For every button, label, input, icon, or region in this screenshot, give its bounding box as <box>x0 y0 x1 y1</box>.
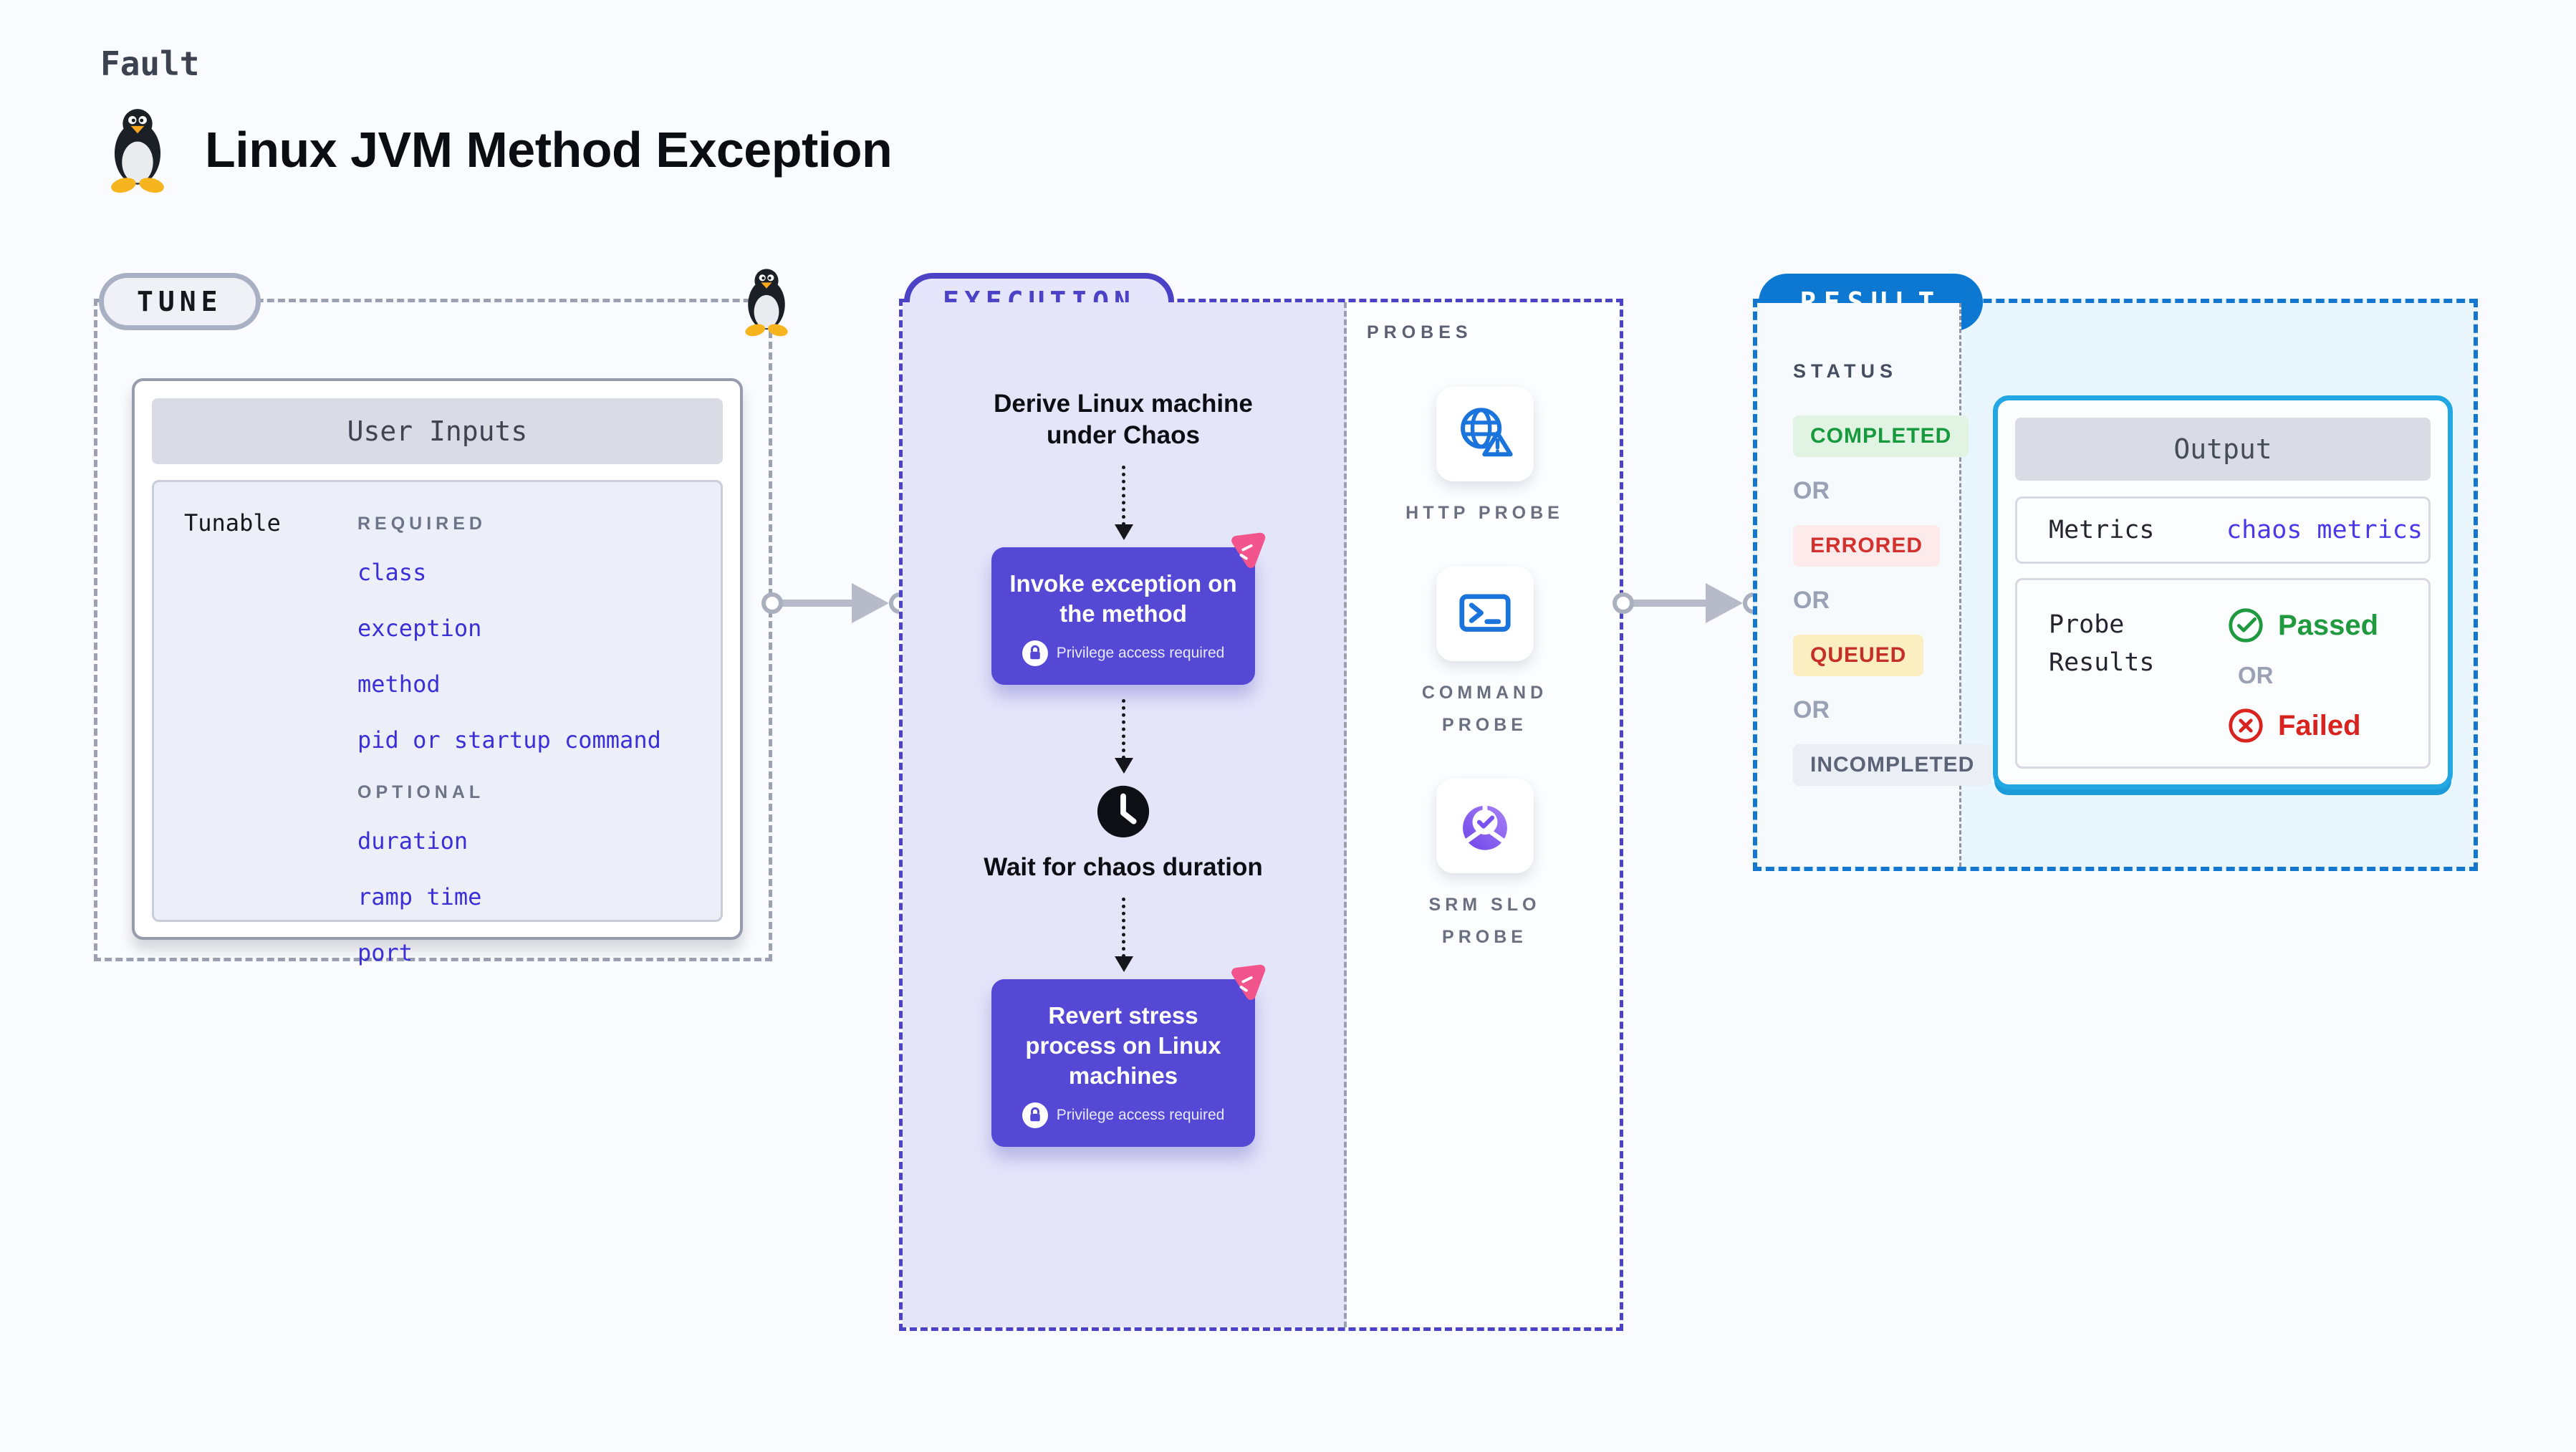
probe-results-label: Probe Results <box>2049 610 2155 677</box>
passed-label: Passed <box>2278 609 2379 641</box>
probe-http[interactable]: HTTP PROBE <box>1395 387 1575 529</box>
param-exception[interactable]: exception <box>357 615 482 642</box>
lock-icon <box>1022 1102 1048 1129</box>
param-port[interactable]: port <box>357 939 413 966</box>
step-invoke-exception-node: Invoke exception on the method Privilege… <box>991 547 1255 685</box>
metrics-label: Metrics <box>2049 516 2155 544</box>
probes-label: PROBES <box>1367 322 1473 342</box>
probe-command-label: COMMAND PROBE <box>1421 683 1548 735</box>
status-column: STATUS COMPLETED OR ERRORED OR QUEUED OR… <box>1757 303 1992 867</box>
check-circle-icon <box>2226 606 2265 645</box>
probe-srm-slo[interactable]: SRM SLO PROBE <box>1395 779 1575 953</box>
clock-icon <box>1095 784 1151 843</box>
param-duration[interactable]: duration <box>357 827 468 855</box>
probes-to-result-connector <box>1613 582 1764 625</box>
privilege-note-row: Privilege access required <box>1006 1102 1241 1129</box>
or-separator: OR <box>2238 662 2274 688</box>
param-pid-or-startup-command[interactable]: pid or startup command <box>357 726 661 754</box>
step-wait-duration: Wait for chaos duration <box>984 852 1263 881</box>
chaos-icon <box>1223 958 1272 1007</box>
chaos-icon <box>1223 526 1272 574</box>
page-title-row: Linux JVM Method Exception <box>100 106 893 193</box>
step-invoke-exception-label: Invoke exception on the method <box>1009 569 1237 627</box>
probe-srm-slo-label: SRM SLO PROBE <box>1428 895 1541 947</box>
param-ramp-time[interactable]: ramp time <box>357 883 482 910</box>
connector-line <box>773 600 862 607</box>
probe-command[interactable]: COMMAND PROBE <box>1395 567 1575 741</box>
connector-arrowhead <box>1706 583 1743 623</box>
param-class[interactable]: class <box>357 559 427 586</box>
probe-result-failed: Failed <box>2226 706 2378 745</box>
metrics-row: Metrics chaos metrics <box>2015 496 2431 564</box>
step-derive-machine: Derive Linux machine under Chaos <box>994 390 1253 449</box>
param-method[interactable]: method <box>357 670 441 698</box>
tunable-label: Tunable <box>184 509 281 537</box>
or-separator: OR <box>1793 477 1830 504</box>
status-label: STATUS <box>1793 360 1898 382</box>
required-label: REQUIRED <box>357 514 486 534</box>
execution-flow: Derive Linux machine under Chaos Invoke … <box>903 302 1347 1327</box>
privilege-note-row: Privilege access required <box>1006 640 1241 666</box>
status-errored: ERRORED <box>1793 525 1941 567</box>
probe-results-row: Probe Results Passed OR Failed <box>2015 578 2431 769</box>
status-queued: QUEUED <box>1793 635 1924 676</box>
privilege-note: Privilege access required <box>1056 1107 1225 1124</box>
tune-to-execution-connector <box>761 582 910 625</box>
step-revert-stress-node: Revert stress process on Linux machines … <box>991 979 1255 1148</box>
execution-section: EXECUTION Derive Linux machine under Cha… <box>899 273 1623 1331</box>
probes-panel: PROBES HTTP PROBE COMMAND PROBE <box>1350 302 1620 1327</box>
status-incompleted: INCOMPLETED <box>1793 744 1992 786</box>
privilege-note: Privilege access required <box>1056 644 1225 661</box>
tune-section: TUNE User Inputs Tunable REQUIRED class … <box>94 299 772 966</box>
or-separator: OR <box>1793 696 1830 723</box>
fault-kicker: Fault <box>100 44 200 83</box>
probe-list: HTTP PROBE COMMAND PROBE SRM SLO PROBE <box>1350 387 1620 991</box>
slo-pie-icon <box>1436 779 1534 873</box>
metrics-value: chaos metrics <box>2226 516 2423 544</box>
probe-http-label: HTTP PROBE <box>1405 503 1564 523</box>
lock-icon <box>1022 640 1048 666</box>
probe-result-passed: Passed <box>2226 606 2378 645</box>
connector-endpoint <box>761 592 783 614</box>
globe-alert-icon <box>1436 387 1534 481</box>
optional-label: OPTIONAL <box>357 782 485 802</box>
result-section: RESULT STATUS COMPLETED OR ERRORED OR QU… <box>1753 274 2478 871</box>
flow-arrow-down <box>1114 897 1133 972</box>
user-inputs-header: User Inputs <box>152 398 723 464</box>
tux-penguin-icon <box>100 106 175 193</box>
flow-arrow-down <box>1114 465 1133 540</box>
failed-label: Failed <box>2278 709 2361 741</box>
flow-arrow-down <box>1114 698 1133 774</box>
connector-line <box>1624 600 1716 607</box>
connector-endpoint <box>1613 592 1634 614</box>
step-revert-stress-label: Revert stress process on Linux machines <box>1025 1001 1221 1090</box>
status-completed: COMPLETED <box>1793 415 1969 457</box>
output-header: Output <box>2015 418 2431 481</box>
page-title: Linux JVM Method Exception <box>205 122 893 178</box>
x-circle-icon <box>2226 706 2265 745</box>
output-card: Output Metrics chaos metrics Probe Resul… <box>1993 395 2453 789</box>
or-separator: OR <box>1793 587 1830 614</box>
terminal-icon <box>1436 567 1534 661</box>
tune-badge: TUNE <box>99 273 261 330</box>
user-inputs-body: Tunable REQUIRED class exception method … <box>152 480 723 966</box>
connector-arrowhead <box>852 583 889 623</box>
tux-penguin-icon-small <box>736 266 797 337</box>
user-inputs-card: User Inputs Tunable REQUIRED class excep… <box>132 378 743 966</box>
